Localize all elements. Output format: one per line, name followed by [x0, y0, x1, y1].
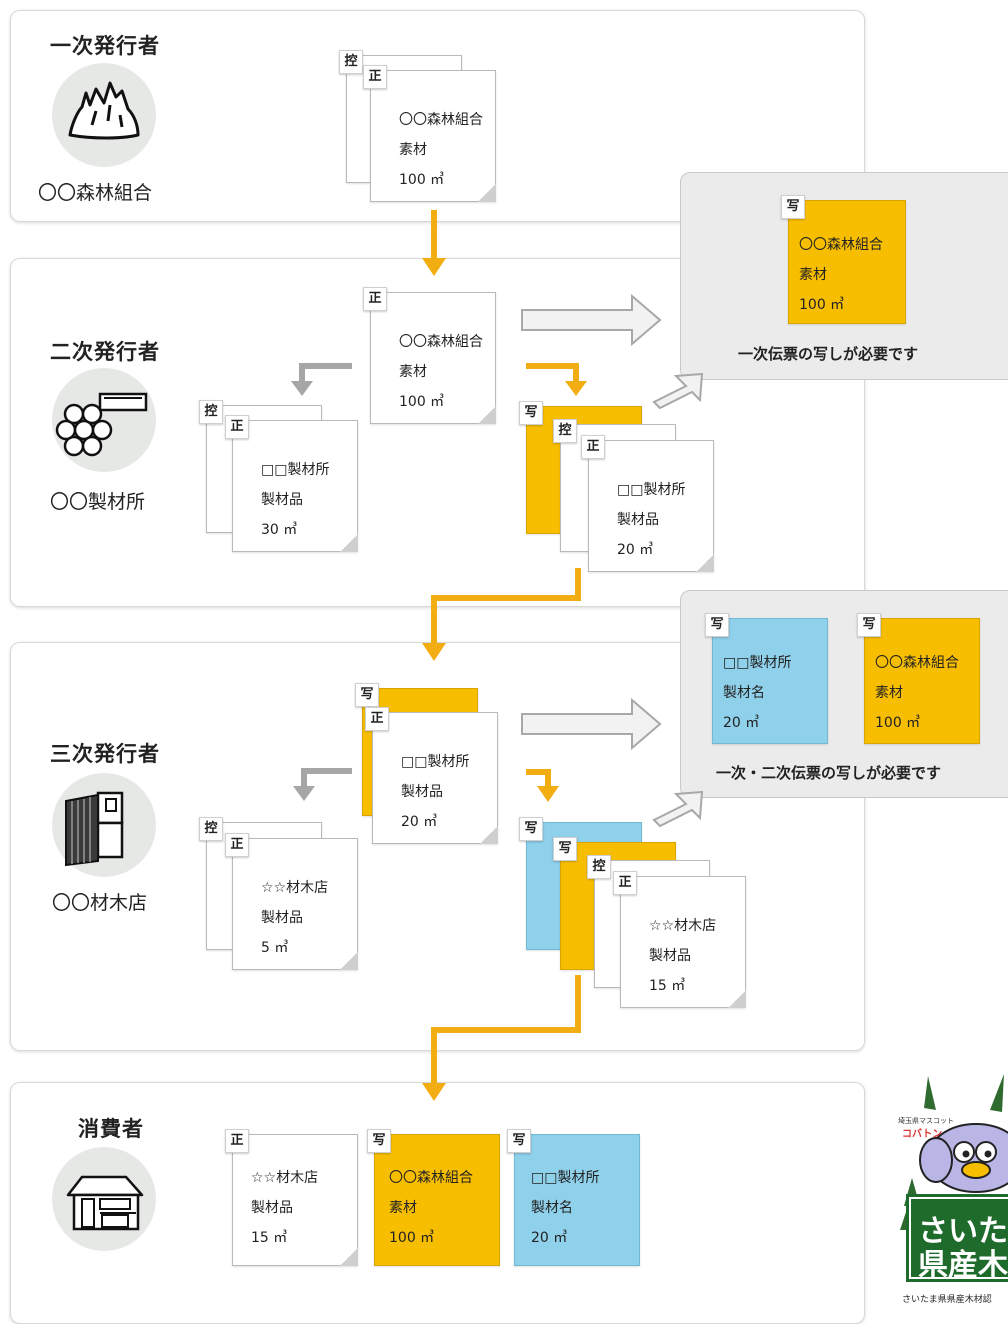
copy-doc-blue: 写 □□製材所 製材名 20 ㎥ — [507, 1129, 640, 1266]
doc-volume: 5 ㎥ — [261, 940, 289, 956]
entity-name-tertiary: 〇〇材木店 — [52, 892, 148, 914]
mascot-banner-line2: 県産木 — [918, 1248, 1008, 1283]
doc-volume: 15 ㎥ — [251, 1230, 288, 1246]
mascot-banner-line1: さいた — [918, 1214, 1008, 1249]
doc-volume: 20 ㎥ — [723, 715, 760, 731]
tag-copy: 写 — [519, 401, 543, 425]
original-doc: 正 〇〇森林組合 素材 100 ㎥ — [363, 65, 496, 202]
doc-issuer: □□製材所 — [261, 462, 330, 478]
stage-title-primary: 一次発行者 — [50, 34, 160, 58]
doc-volume: 20 ㎥ — [617, 542, 654, 558]
tag-copy: 写 — [519, 817, 543, 841]
stage-title-secondary: 二次発行者 — [50, 340, 160, 364]
tag-original: 正 — [613, 871, 637, 895]
original-doc: 正 □□製材所 製材品 30 ㎥ — [225, 415, 358, 552]
house-icon — [52, 1147, 156, 1251]
doc-product: 製材品 — [401, 784, 443, 800]
doc-issuer: ☆☆材木店 — [251, 1170, 319, 1186]
doc-volume: 100 ㎥ — [399, 394, 445, 410]
tag-kept-copy: 控 — [587, 855, 611, 879]
copy-doc-blue: 写 □□製材所 製材名 20 ㎥ — [705, 613, 828, 744]
doc-issuer: 〇〇森林組合 — [389, 1170, 473, 1186]
tag-original: 正 — [363, 65, 387, 89]
doc-volume: 30 ㎥ — [261, 522, 298, 538]
stage-title-tertiary: 三次発行者 — [50, 742, 160, 766]
tag-copy: 写 — [553, 837, 577, 861]
original-doc: 正 ☆☆材木店 製材品 15 ㎥ — [225, 1129, 358, 1266]
mascot-caption: 埼玉県マスコット — [898, 1117, 954, 1125]
doc-issuer: □□製材所 — [401, 754, 470, 770]
doc-product: 製材品 — [251, 1200, 293, 1216]
doc-product: 製材品 — [649, 948, 691, 964]
entity-name-primary: 〇〇森林組合 — [38, 182, 153, 204]
doc-issuer: 〇〇森林組合 — [399, 112, 483, 128]
copy-doc-yellow: 写 〇〇森林組合 素材 100 ㎥ — [781, 195, 906, 324]
doc-volume: 20 ㎥ — [401, 814, 438, 830]
doc-volume: 20 ㎥ — [531, 1230, 568, 1246]
doc-product: 製材品 — [261, 910, 303, 926]
doc-issuer: 〇〇森林組合 — [399, 334, 483, 350]
tag-original: 正 — [365, 707, 389, 731]
tag-kept-copy: 控 — [339, 50, 363, 74]
doc-issuer: □□製材所 — [723, 655, 792, 671]
tag-copy: 写 — [355, 683, 379, 707]
doc-issuer: □□製材所 — [617, 482, 686, 498]
doc-product: 製材品 — [261, 492, 303, 508]
doc-product: 製材品 — [617, 512, 659, 528]
mascot-footer: さいたま県県産木材認 — [902, 1295, 992, 1305]
tag-copy: 写 — [367, 1129, 391, 1153]
doc-volume: 100 ㎥ — [875, 715, 921, 731]
doc-product: 素材 — [875, 685, 903, 701]
doc-issuer: ☆☆材木店 — [649, 918, 717, 934]
doc-volume: 100 ㎥ — [389, 1230, 435, 1246]
mountain-icon — [52, 63, 156, 167]
sawmill-logs-icon — [52, 368, 156, 472]
copy-doc-yellow: 写 〇〇森林組合 素材 100 ㎥ — [367, 1129, 500, 1266]
mascot-name: コバトン — [902, 1129, 943, 1140]
callout-text-second: 一次・二次伝票の写しが必要です — [716, 764, 942, 782]
tag-copy: 写 — [507, 1129, 531, 1153]
doc-volume: 15 ㎥ — [649, 978, 686, 994]
original-doc: 正 ☆☆材木店 製材品 15 ㎥ — [613, 871, 746, 1008]
doc-volume: 100 ㎥ — [399, 172, 445, 188]
tag-original: 正 — [225, 1129, 249, 1153]
copy-doc-yellow: 写 〇〇森林組合 素材 100 ㎥ — [857, 613, 980, 744]
stage-title-consumer: 消費者 — [78, 1117, 144, 1141]
doc-product: 素材 — [389, 1200, 417, 1216]
doc-issuer: 〇〇森林組合 — [875, 655, 959, 671]
doc-issuer: □□製材所 — [531, 1170, 600, 1186]
original-doc: 正 ☆☆材木店 製材品 5 ㎥ — [225, 833, 358, 970]
original-doc: 正 □□製材所 製材品 20 ㎥ — [581, 435, 714, 572]
mascot-logo: 埼玉県マスコット コバトン さいた 県産木 さいたま県県産木材認 — [876, 1070, 1008, 1305]
doc-product: 素材 — [799, 267, 827, 283]
doc-product: 製材名 — [723, 685, 765, 701]
tag-original: 正 — [225, 833, 249, 857]
doc-product: 素材 — [399, 142, 427, 158]
received-original-doc: 正 〇〇森林組合 素材 100 ㎥ — [363, 287, 496, 424]
tag-copy: 写 — [781, 195, 805, 219]
doc-issuer: ☆☆材木店 — [261, 880, 329, 896]
doc-issuer: 〇〇森林組合 — [799, 237, 883, 253]
received-original-doc: 正 □□製材所 製材品 20 ㎥ — [365, 707, 498, 844]
tag-kept-copy: 控 — [199, 817, 223, 841]
tag-kept-copy: 控 — [199, 400, 223, 424]
lumber-shop-icon — [52, 773, 156, 877]
entity-name-secondary: 〇〇製材所 — [50, 491, 146, 513]
tag-original: 正 — [363, 287, 387, 311]
tag-copy: 写 — [705, 613, 729, 637]
tag-kept-copy: 控 — [553, 419, 577, 443]
doc-volume: 100 ㎥ — [799, 297, 845, 313]
doc-product: 素材 — [399, 364, 427, 380]
doc-product: 製材名 — [531, 1200, 573, 1216]
tag-copy: 写 — [857, 613, 881, 637]
tag-original: 正 — [581, 435, 605, 459]
tag-original: 正 — [225, 415, 249, 439]
callout-text-first: 一次伝票の写しが必要です — [738, 345, 919, 363]
